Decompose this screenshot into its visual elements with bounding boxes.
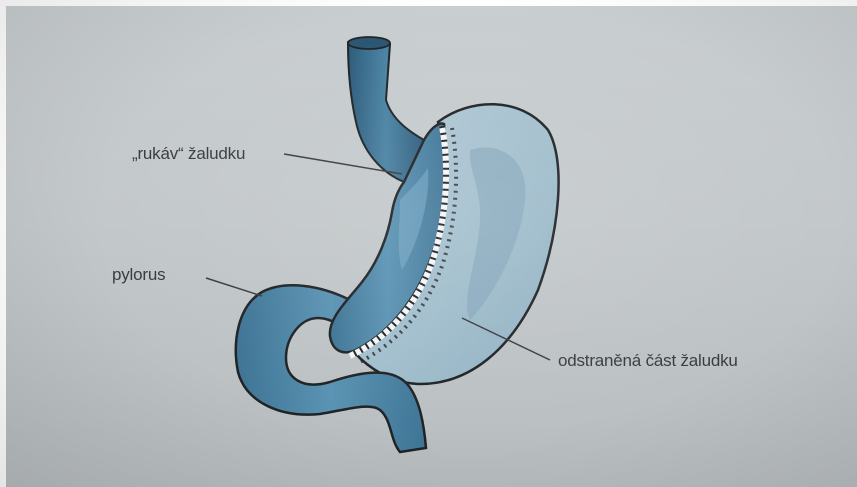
label-removed-part: odstraněná část žaludku <box>558 351 738 371</box>
leader-line-pylorus <box>206 278 262 296</box>
esophagus <box>348 39 424 182</box>
label-sleeve: „rukáv“ žaludku <box>132 144 245 164</box>
label-pylorus: pylorus <box>112 265 165 285</box>
esophagus-opening <box>348 37 390 49</box>
